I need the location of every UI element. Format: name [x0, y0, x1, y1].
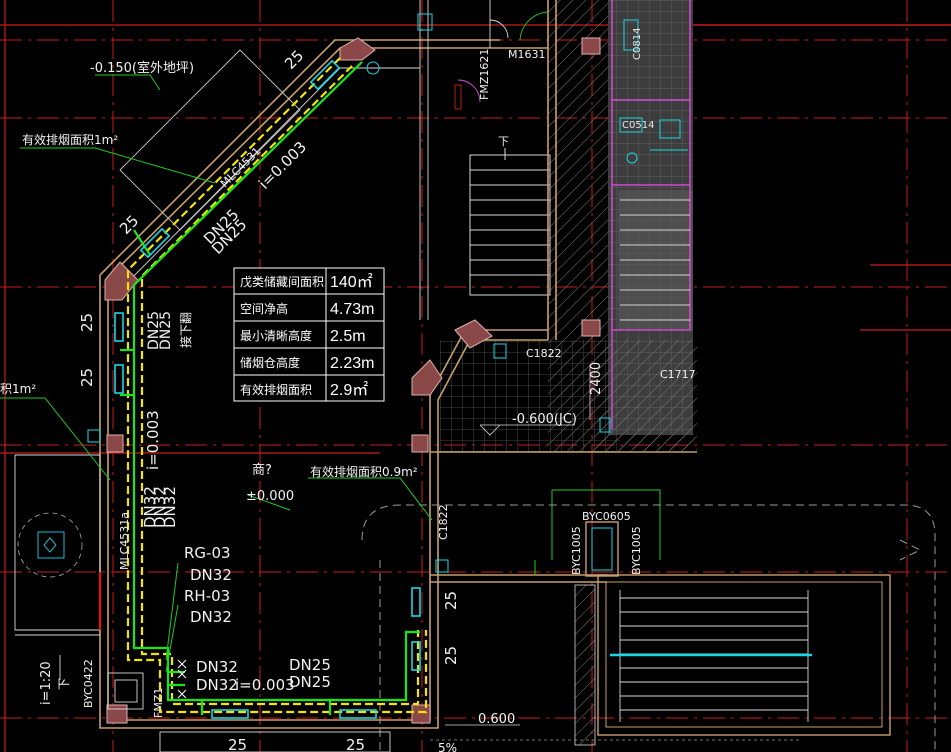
pipe-dn25-upper-2: DN25 [158, 311, 174, 350]
pipe-dn32-left-3: DN32 [161, 486, 179, 528]
pipe-dn32-a: DN32 [196, 658, 238, 676]
dim-25: 25 [116, 212, 142, 238]
pipe-rg03-dn: DN32 [190, 566, 232, 584]
window-c0514: C0514 [622, 120, 654, 131]
table-label-height: 空间净高 [240, 301, 288, 316]
window-c0814: C0814 [632, 28, 643, 60]
pipe-rh03: RH-03 [184, 587, 230, 605]
window-c1822-top: C1822 [526, 347, 562, 360]
door-fmz-bottom: FMZ1 [152, 688, 165, 718]
dim-25: 25 [78, 313, 96, 332]
elevation-main: ±0.000 [246, 489, 294, 504]
smoke-area-note-center: 有效排烟面积0.9m² [310, 464, 418, 479]
dim-25: 25 [281, 47, 307, 73]
elevation-lower: -0.600(JC) [512, 412, 577, 427]
dim-25: 25 [228, 736, 247, 752]
window-mlc4531: MLC4531 [218, 145, 263, 190]
table-value-clear-height: 2.5m [330, 328, 366, 345]
table-label-area: 戊类储藏间面积 [240, 274, 324, 289]
pipe-upper-note: 接下翻 [178, 312, 193, 348]
leaders [0, 74, 536, 673]
window-mlc4531a: MLC4531a [118, 512, 131, 570]
valve-marks [177, 659, 187, 699]
smoke-info-table: 戊类储藏间面积 140㎡ 空间净高 4.73m 最小清晰高度 2.5m 储烟仓高… [233, 267, 385, 402]
smoke-duct [126, 57, 428, 714]
pipe-rh03-dn: DN32 [190, 608, 232, 626]
percent-mark: 5% [438, 741, 457, 752]
window-c1822-side: C1822 [437, 504, 450, 540]
ramp-down: 下 [57, 678, 71, 690]
door-fmz1621: FMZ1621 [478, 49, 491, 100]
room-mark: 商? [252, 463, 272, 478]
ramp-slope: i=1:20 [39, 661, 54, 705]
dim-2400: 2400 [589, 362, 604, 395]
dim-25: 25 [346, 736, 365, 752]
pipe-dn32-left-2: DN32 [151, 486, 169, 528]
table-label-clear-height: 最小清晰高度 [240, 328, 312, 343]
left-area [14, 454, 391, 752]
smoke-area-note: 有效排烟面积1m² [22, 132, 118, 147]
outdoor-elevation-note: -0.150(室外地坪) [90, 60, 194, 76]
window-c1717: C1717 [660, 368, 696, 381]
pipe-slope-left: i=0.003 [144, 410, 162, 470]
table-value-exhaust-area: 2.9㎡ [330, 381, 368, 399]
landscape-outline [361, 504, 936, 752]
table-value-area: 140㎡ [330, 273, 373, 291]
dim-0600: 0.600 [478, 712, 515, 727]
columns [104, 37, 601, 724]
window-byc1005-right: BYC1005 [630, 526, 643, 575]
stair-lower [551, 489, 891, 746]
door-m1631: M1631 [508, 48, 546, 61]
reference-lines [430, 365, 800, 741]
pipe-dn32-left-1: DN32 [141, 486, 159, 528]
sprinkler-pipe [120, 61, 420, 715]
window-byc1005-left: BYC1005 [570, 526, 583, 575]
window-byc0422: BYC0422 [82, 659, 95, 708]
equipment-symbols [87, 13, 611, 573]
table-value-reservoir: 2.23m [330, 355, 374, 372]
stair-down-mark: 下 [498, 135, 509, 148]
table-label-exhaust-area: 有效排烟面积 [240, 382, 312, 397]
pipe-dn25-a: DN25 [289, 656, 331, 674]
lower-right-hatch [440, 340, 697, 452]
pipe-dn25-upper-1: DN25 [146, 311, 162, 350]
window-byc0605: BYC0605 [582, 510, 631, 523]
pipe-rg03: RG-03 [184, 544, 231, 562]
pipe-slope-bottom: i=0.003 [235, 676, 295, 694]
dim-25: 25 [442, 646, 460, 665]
pipe-dn25-b: DN25 [289, 673, 331, 691]
stair-upper: 下 [469, 135, 551, 296]
dim-25: 25 [78, 368, 96, 387]
diffusers [114, 59, 421, 719]
table-value-height: 4.73m [330, 301, 374, 318]
smoke-area-note-left: 积1m² [0, 382, 36, 396]
table-label-reservoir: 储烟仓高度 [240, 355, 300, 370]
pipe-dn32-b: DN32 [196, 676, 238, 694]
dim-25: 25 [442, 591, 460, 610]
